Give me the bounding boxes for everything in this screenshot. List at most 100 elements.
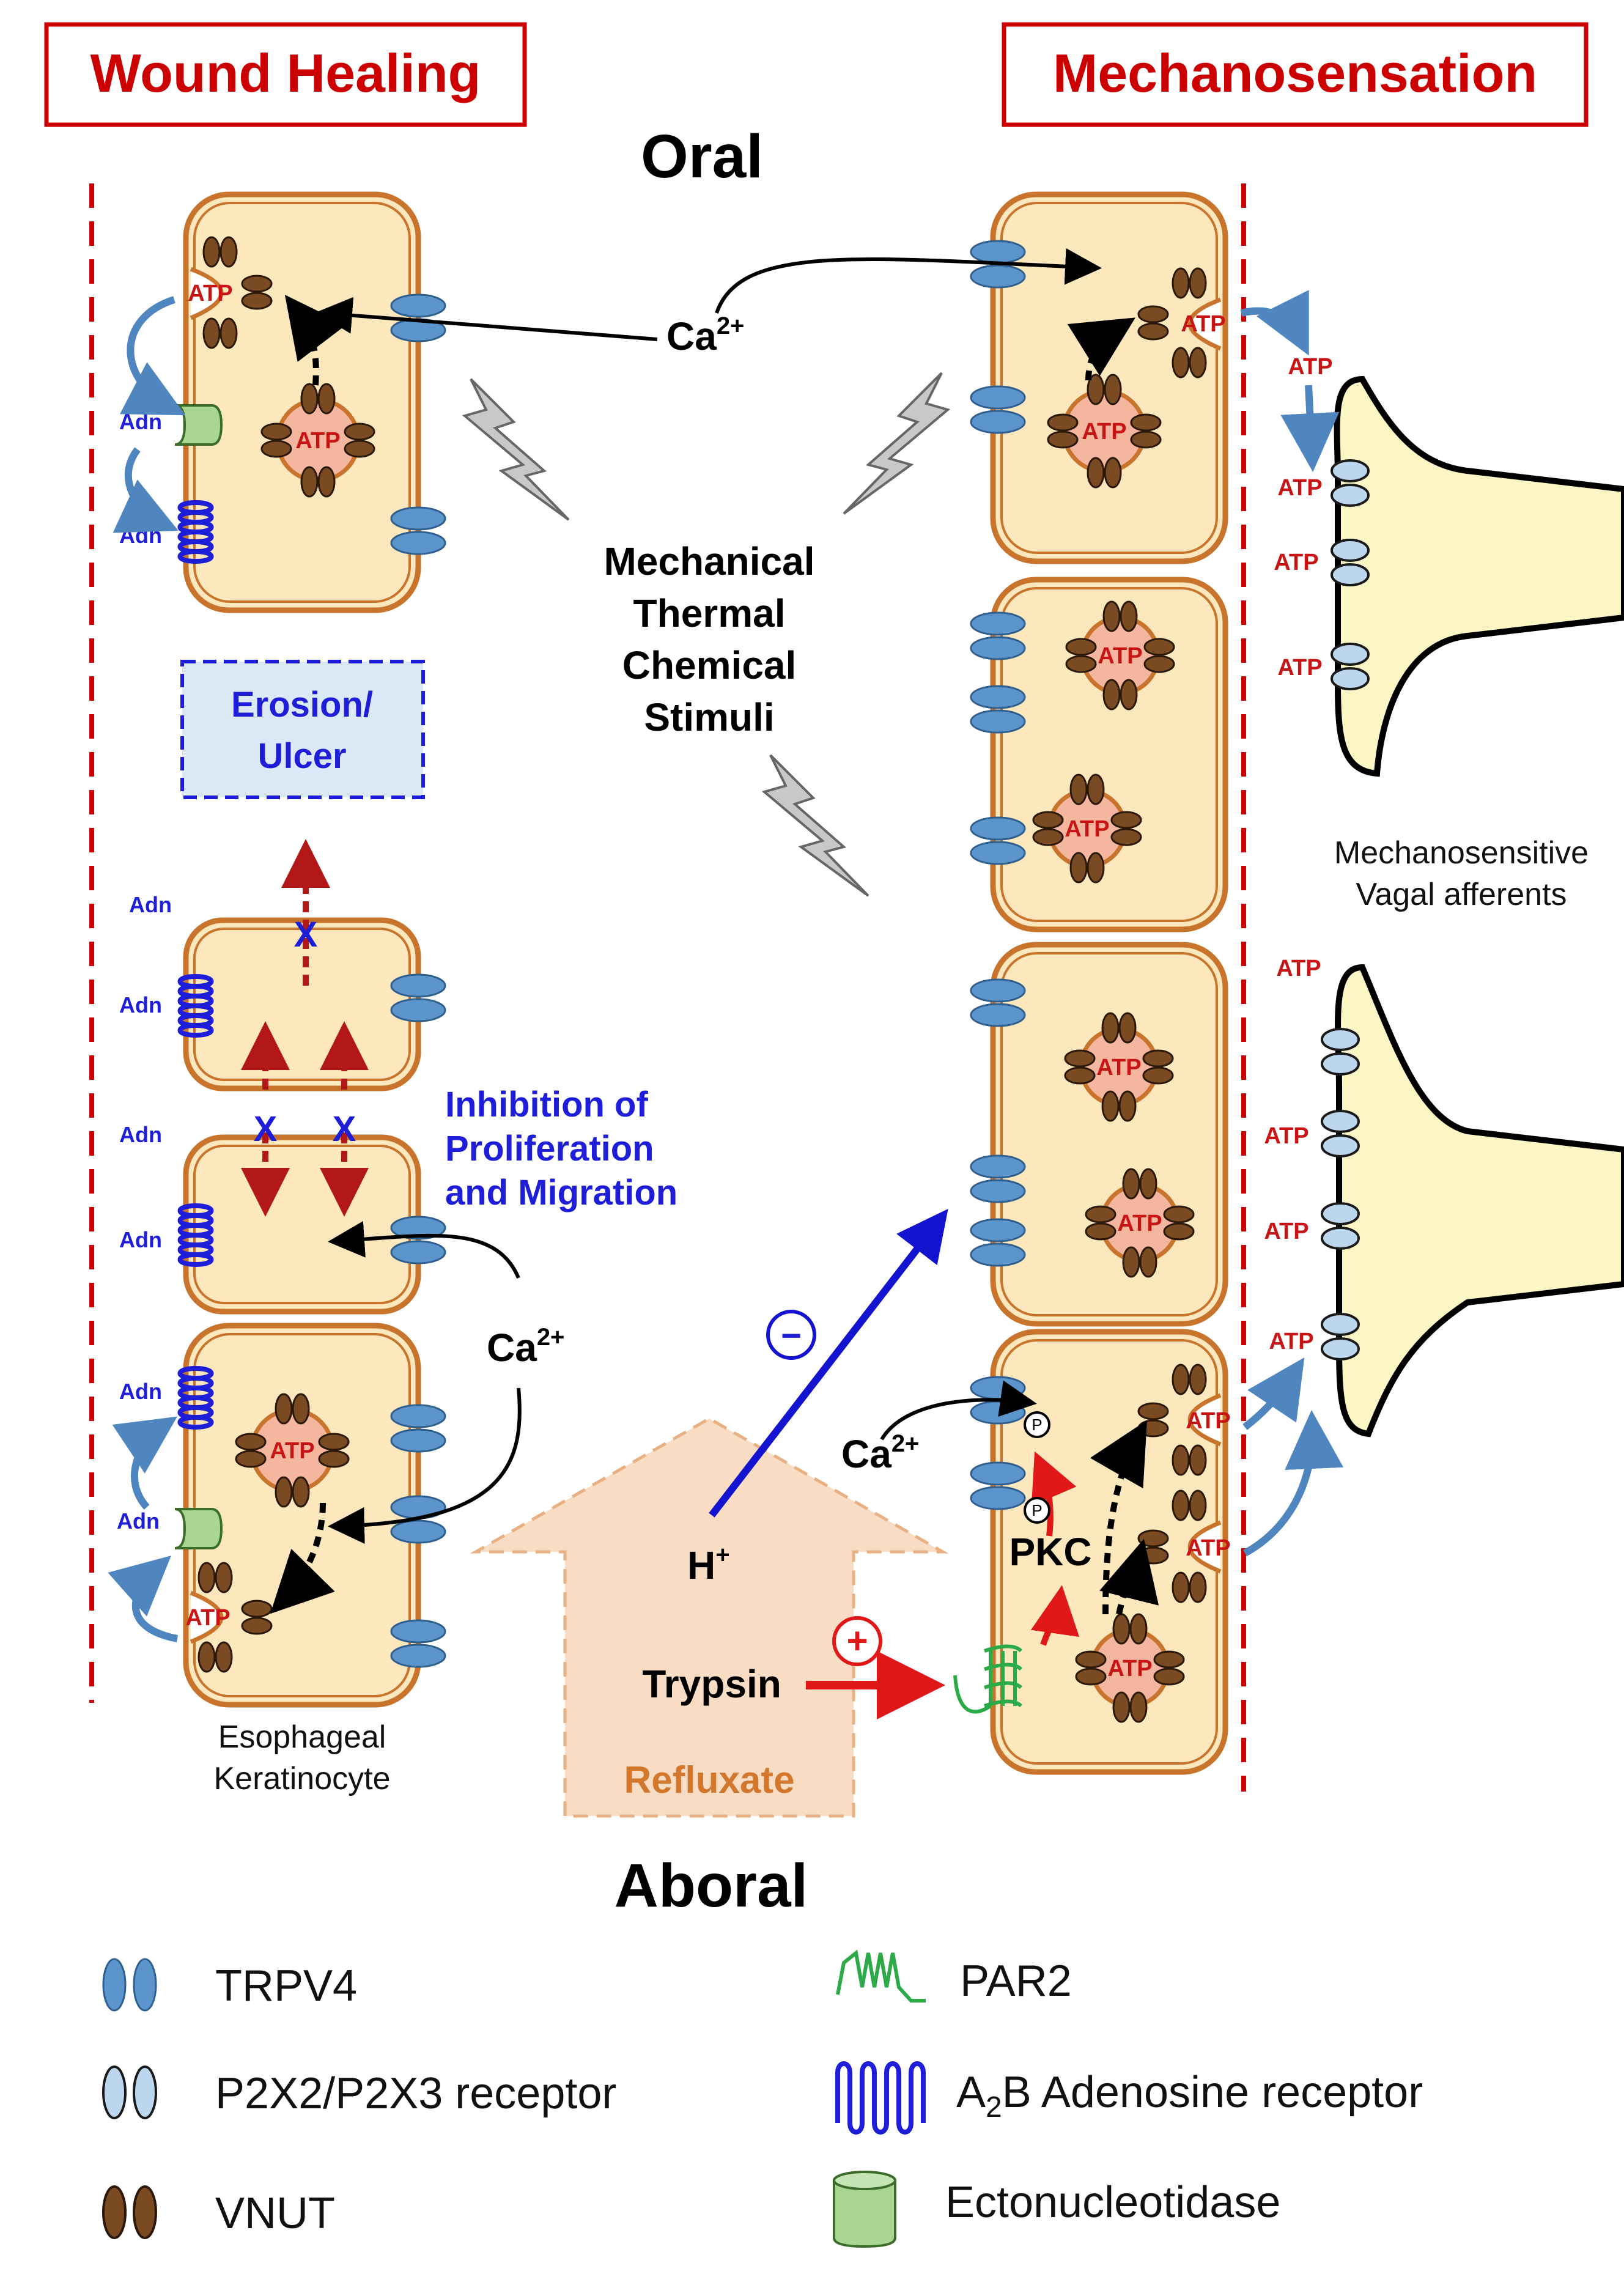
afferent-atp-arrows	[1240, 290, 1344, 1557]
cell-label-line1: Esophageal	[218, 1719, 386, 1755]
pkc-arrows	[1030, 1451, 1080, 1646]
legend: TRPV4 P2X2/P2X3 receptor VNUT PAR2 A2B A…	[102, 1949, 1423, 2248]
svg-text:ATP: ATP	[1098, 643, 1142, 669]
vesicle-right-3b: ATP	[1085, 1168, 1195, 1278]
plus-sign: +	[832, 1616, 882, 1666]
legend-p2x-icon	[102, 2065, 157, 2119]
wound-healing-title: Wound Healing	[90, 43, 481, 103]
svg-text:ATP: ATP	[1065, 816, 1109, 842]
svg-text:ATP: ATP	[1288, 354, 1332, 380]
oral-label: Oral	[641, 122, 763, 191]
svg-text:ATP: ATP	[1274, 550, 1318, 575]
stimuli-line4: Stimuli	[644, 695, 774, 739]
pkc-label: PKC	[1009, 1530, 1091, 1574]
svg-text:Adn: Adn	[119, 409, 162, 434]
legend-p2x-label: P2X2/P2X3 receptor	[215, 2069, 616, 2118]
svg-text:ATP: ATP	[188, 281, 232, 306]
svg-text:ATP: ATP	[1264, 1123, 1308, 1149]
a2b-receptor-left-4	[180, 1368, 212, 1427]
atp-release-left-1: ATP	[188, 236, 273, 349]
adenosine-labels: Adn Adn Adn Adn Adn Adn Adn Adn	[117, 409, 172, 1534]
minus-sign: −	[766, 1310, 816, 1360]
a2b-receptor-left-2	[180, 976, 212, 1035]
stimulus-bolt-right-bottom	[763, 754, 869, 897]
refluxate-label: Refluxate	[624, 1759, 794, 1801]
svg-text:ATP: ATP	[1096, 1055, 1141, 1080]
atp-release-dotted-arrows	[270, 295, 1159, 1615]
calcium-arrows	[316, 248, 1102, 1544]
inhibition-label-line2: Proliferation	[445, 1129, 654, 1168]
trypsin-label: Trypsin	[642, 1662, 781, 1706]
svg-text:ATP: ATP	[1117, 1211, 1162, 1236]
left-cell-3	[183, 1134, 421, 1315]
mechanosensation-title-box	[1002, 22, 1589, 127]
h-plus-arrow	[709, 1209, 948, 1518]
stimuli-line1: Mechanical	[603, 539, 814, 583]
vesicle-right-1: ATP	[1047, 374, 1162, 489]
erosion-ulcer-box	[180, 660, 425, 799]
svg-text:ATP: ATP	[1107, 1656, 1152, 1682]
atp-release-left-4: ATP	[185, 1562, 273, 1673]
cell-label-line2: Keratinocyte	[213, 1761, 390, 1796]
stimulus-bolt-right-top	[843, 372, 949, 515]
ectonucleotidase-left-4	[174, 1508, 223, 1549]
ca-label-top: Ca2+	[666, 312, 744, 358]
erosion-label-line1: Erosion/	[231, 685, 373, 725]
vagal-afferent-top	[1334, 375, 1624, 777]
stimuli-line3: Chemical	[622, 643, 797, 687]
svg-text:ATP: ATP	[295, 428, 340, 454]
svg-text:Adn: Adn	[119, 1227, 162, 1252]
ca-label-right: Ca2+	[841, 1430, 919, 1476]
legend-par2-label: PAR2	[960, 1957, 1072, 2006]
svg-text:+: +	[846, 1620, 868, 1661]
wound-healing-title-box	[44, 22, 527, 127]
svg-text:P: P	[1032, 1501, 1042, 1519]
stimulus-bolt-left	[463, 378, 570, 521]
erosion-label-line2: Ulcer	[257, 736, 346, 776]
legend-trpv4-label: TRPV4	[215, 1962, 357, 2010]
legend-ecto-icon	[833, 2171, 896, 2248]
svg-text:P: P	[1032, 1416, 1042, 1434]
a2b-receptor-left-3	[180, 1206, 212, 1264]
ectonucleotidase-left-1	[174, 404, 223, 446]
svg-text:ATP: ATP	[1276, 956, 1321, 981]
svg-text:ATP: ATP	[1269, 1329, 1313, 1354]
legend-ecto-label: Ectonucleotidase	[945, 2178, 1280, 2227]
svg-text:Adn: Adn	[119, 1379, 162, 1404]
legend-trpv4-icon	[102, 1958, 157, 2012]
vesicle-left-1: ATP	[260, 383, 375, 498]
legend-vnut-icon	[102, 2185, 157, 2239]
vesicle-left-4: ATP	[235, 1393, 350, 1508]
svg-text:Adn: Adn	[119, 523, 162, 548]
svg-text:Adn: Adn	[119, 992, 162, 1017]
svg-text:X: X	[254, 1109, 278, 1149]
atp-release-right-1: ATP	[1137, 267, 1226, 378]
svg-text:ATP: ATP	[185, 1605, 230, 1631]
svg-text:ATP: ATP	[1186, 1535, 1230, 1561]
adenosine-pathway-arrows	[108, 296, 186, 1642]
svg-text:ATP: ATP	[1186, 1408, 1230, 1434]
par2-receptor	[953, 1644, 1023, 1714]
vagal-afferent-bottom	[1335, 964, 1624, 1438]
afferent-label-line1: Mechanosensitive	[1334, 835, 1589, 871]
svg-text:ATP: ATP	[1277, 655, 1322, 681]
inhibition-label-line1: Inhibition of	[445, 1085, 648, 1124]
vesicle-right-2a: ATP	[1065, 600, 1175, 711]
atp-release-right-4b: ATP	[1137, 1490, 1231, 1603]
stimuli-line2: Thermal	[633, 591, 786, 635]
svg-text:ATP: ATP	[1181, 311, 1225, 337]
legend-par2-icon	[836, 1949, 926, 2003]
right-cell-3	[990, 942, 1228, 1327]
svg-text:ATP: ATP	[1277, 475, 1322, 501]
svg-text:ATP: ATP	[1082, 419, 1126, 445]
inhibition-label-line3: and Migration	[445, 1173, 677, 1213]
proliferation-arrows	[241, 839, 369, 1217]
svg-text:Adn: Adn	[129, 892, 172, 917]
phosphorylation-marks: P P	[1024, 1411, 1050, 1524]
legend-vnut-label: VNUT	[215, 2189, 335, 2238]
mechanosensation-title: Mechanosensation	[1053, 43, 1537, 103]
legend-a2b-label: A2B Adenosine receptor	[956, 2068, 1423, 2124]
aboral-label: Aboral	[615, 1851, 808, 1920]
atp-release-right-4a: ATP	[1137, 1364, 1231, 1476]
